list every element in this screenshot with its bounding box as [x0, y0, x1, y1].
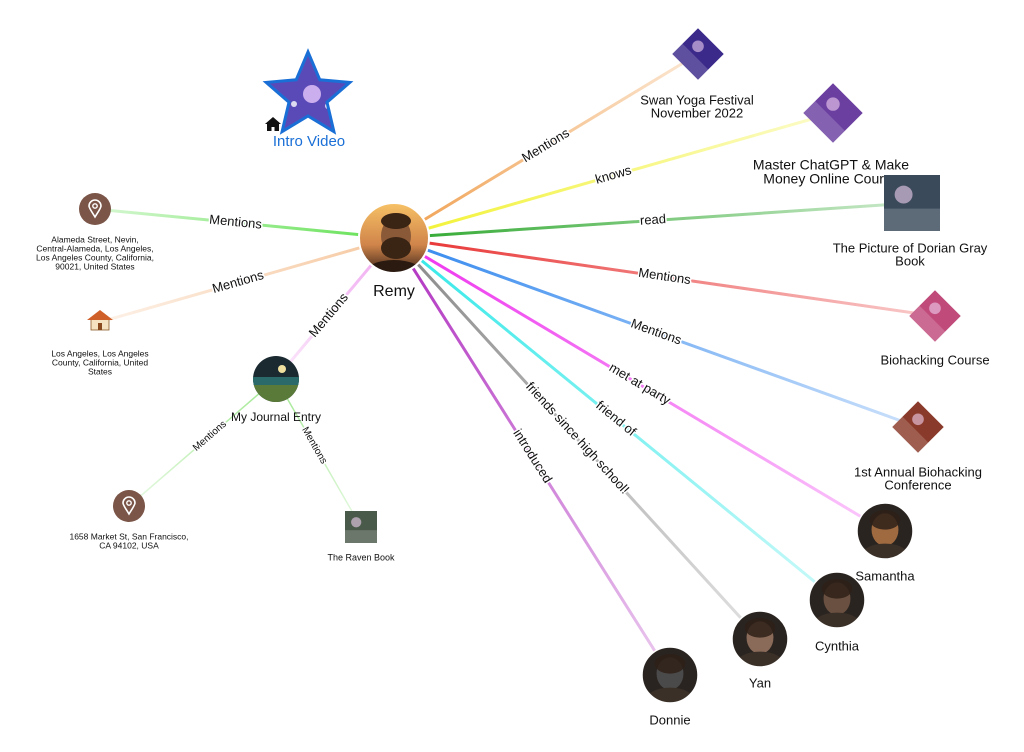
- node-samantha[interactable]: Samantha: [855, 502, 915, 583]
- edge-market: Mentions: [128, 378, 277, 507]
- edge-line: [98, 236, 396, 324]
- node-label: Biohacking Course: [880, 352, 989, 367]
- node-label: Swan Yoga Festival: [640, 92, 754, 107]
- node-label: Central-Alameda, Los Angeles,: [36, 243, 153, 253]
- node-donnie[interactable]: Donnie: [641, 646, 699, 727]
- edge-line: [392, 201, 914, 240]
- edge-label-cynthia: friend of: [593, 398, 639, 440]
- thumbnail: [884, 175, 940, 231]
- thumbnail: [345, 511, 377, 543]
- node-label: Los Angeles, Los Angeles: [51, 348, 148, 358]
- edge-label-raven: Mentions: [299, 425, 329, 466]
- edge-alameda: Mentions: [93, 207, 396, 240]
- node-label: Alameda Street, Nevin,: [51, 234, 138, 244]
- edge-donnie: introduced: [392, 236, 672, 677]
- thumbnail: [672, 28, 724, 80]
- avatar: [732, 611, 788, 667]
- node-journal[interactable]: My Journal Entry: [231, 356, 321, 424]
- intro-video-label: Intro Video: [273, 133, 345, 150]
- node-label: 1658 Market St, San Francisco,: [69, 531, 188, 541]
- edge-label-journal: Mentions: [306, 289, 352, 339]
- avatar: [857, 503, 913, 559]
- edge-label-dorian: read: [639, 211, 666, 228]
- avatar: [809, 572, 865, 628]
- node-yan[interactable]: Yan: [731, 610, 789, 690]
- edge-label-biocourse: Mentions: [637, 265, 692, 287]
- node-label: Yan: [749, 675, 771, 690]
- edge-line: [392, 236, 762, 641]
- intro-video-node[interactable]: Intro Video: [262, 48, 354, 150]
- node-label: Conference: [884, 477, 951, 492]
- node-cynthia[interactable]: Cynthia: [808, 571, 866, 653]
- edge-label-swan: Mentions: [519, 125, 572, 165]
- edge-label-samantha: met at party: [607, 360, 674, 408]
- node-label: Los Angeles County, California,: [36, 252, 154, 262]
- location-pin-icon: [113, 490, 145, 522]
- journal-thumbnail: [253, 356, 299, 402]
- node-label: Book: [895, 253, 925, 268]
- node-label: The Picture of Dorian Gray: [833, 240, 988, 255]
- node-label: November 2022: [651, 105, 744, 120]
- edge-samantha: met at party: [392, 236, 887, 533]
- node-biocourse[interactable]: Biohacking Course: [880, 290, 990, 367]
- node-label: Master ChatGPT & Make: [753, 157, 909, 173]
- edge-label-market: Mentions: [191, 419, 229, 454]
- edge-line: [392, 52, 700, 240]
- center-avatar: [359, 203, 429, 273]
- location-pin-icon: [79, 193, 111, 225]
- edge-label-bioconf: Mentions: [629, 315, 684, 347]
- edge-raven: Mentions: [275, 378, 362, 528]
- node-label: Donnie: [649, 712, 690, 727]
- node-label: My Journal Entry: [231, 410, 321, 424]
- node-label: States: [88, 366, 112, 376]
- node-center[interactable]: Remy: [358, 202, 430, 300]
- edge-label-donnie: introduced: [510, 426, 555, 485]
- home-icon: [265, 117, 281, 131]
- thumbnail: [909, 290, 961, 342]
- edge-line: [392, 236, 937, 318]
- node-market[interactable]: 1658 Market St, San Francisco,CA 94102, …: [69, 490, 189, 550]
- edge-line: [93, 207, 396, 240]
- edge-line: [128, 378, 277, 507]
- edge-label-losangeles: Mentions: [210, 267, 265, 296]
- avatar: [642, 647, 698, 703]
- node-label: Money Online Course: [763, 171, 899, 187]
- node-label: CA 94102, USA: [99, 540, 159, 550]
- edge-dorian: read: [392, 201, 914, 240]
- edge-line: [392, 236, 839, 602]
- edge-label-alameda: Mentions: [209, 212, 263, 232]
- thumbnail: [892, 401, 944, 453]
- center-label: Remy: [373, 283, 415, 300]
- edge-yan: friends since high school!: [392, 236, 762, 641]
- node-label: County, California, United: [52, 357, 148, 367]
- node-label: 1st Annual Biohacking: [854, 464, 982, 479]
- edge-line: [392, 236, 672, 677]
- edge-line: [392, 236, 920, 429]
- node-label: 90021, United States: [55, 261, 134, 271]
- house-icon: [87, 310, 113, 331]
- thumbnail: [803, 83, 863, 143]
- edge-line: [392, 236, 887, 533]
- node-label: Samantha: [855, 568, 915, 583]
- edge-swan: Mentions: [392, 52, 700, 240]
- edge-line: [392, 111, 835, 240]
- node-label: The Raven Book: [327, 552, 395, 562]
- edge-line: [275, 378, 362, 528]
- edge-label-chatgpt: knows: [593, 162, 633, 187]
- node-raven[interactable]: The Raven Book: [327, 511, 395, 562]
- node-alameda[interactable]: Alameda Street, Nevin,Central-Alameda, L…: [36, 193, 154, 271]
- node-label: Cynthia: [815, 638, 860, 653]
